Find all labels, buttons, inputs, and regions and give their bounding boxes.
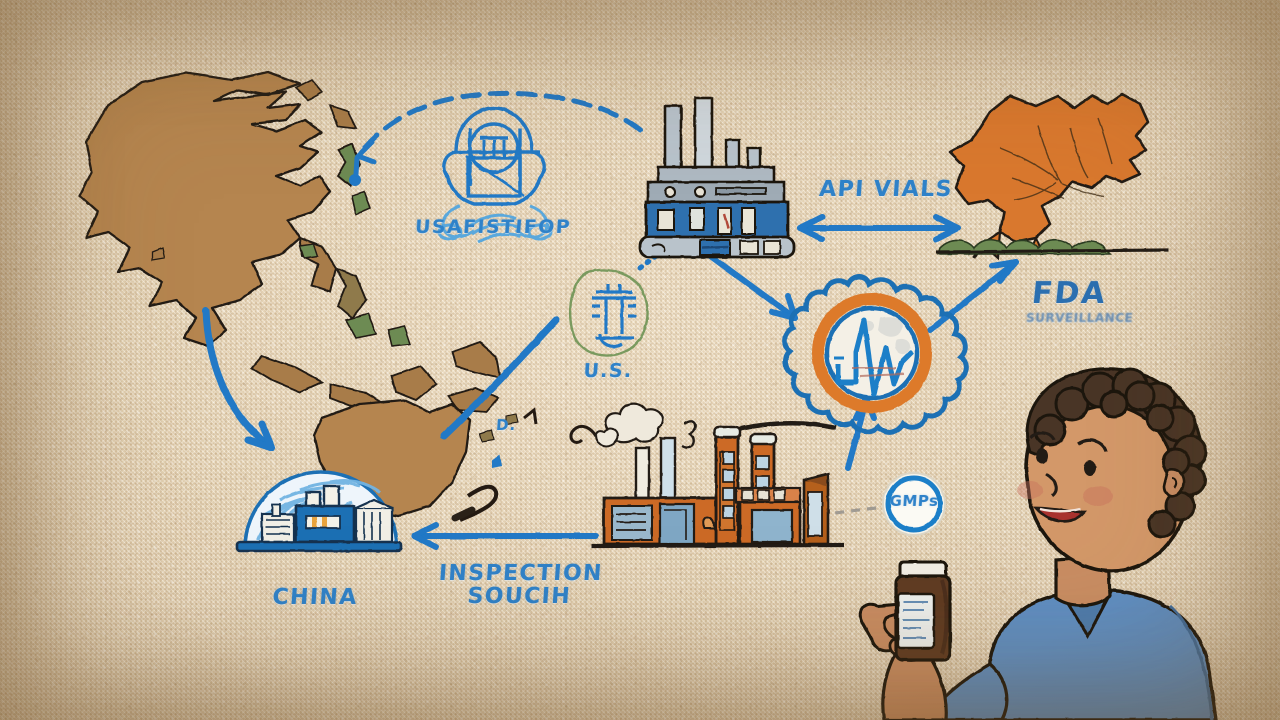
stray-mark-label: D. <box>495 416 518 434</box>
china-map-silhouette <box>935 92 1169 261</box>
api-vials-label: API VIALS <box>818 177 954 202</box>
shrub-ground <box>935 238 1169 255</box>
stray-blue-mark <box>492 454 502 468</box>
usp-label: USAFISTIFOP <box>414 216 572 238</box>
us-label: U.S. <box>582 360 634 382</box>
arrow-inspection-to-china <box>411 522 599 550</box>
arrow-seal-to-fda <box>927 259 1019 333</box>
arc-factory-to-usp <box>349 90 643 186</box>
fda-sublabel: SURVEILLANCE <box>1025 311 1134 325</box>
arrow-api-vials <box>797 214 961 242</box>
arrow-map-to-china-globe <box>202 306 276 452</box>
smoke-puffs <box>594 402 697 449</box>
stray-ink-marks <box>451 407 598 522</box>
inspection-label: INSPECTION SOUCIH <box>437 561 604 610</box>
gmps-label: GMPs <box>888 492 940 510</box>
china-label: CHINA <box>271 585 359 610</box>
fda-label: FDA <box>1030 276 1109 311</box>
